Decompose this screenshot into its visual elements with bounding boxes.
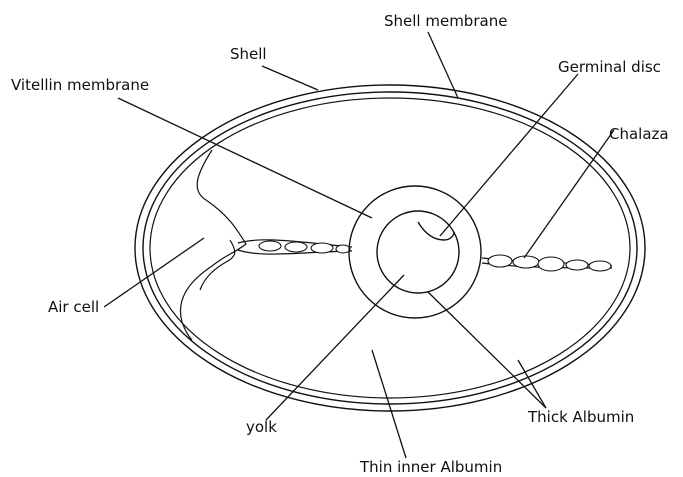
label-shell-membrane: Shell membrane xyxy=(384,12,507,30)
egg-outline xyxy=(135,85,645,411)
chalaza-left xyxy=(238,240,352,254)
label-chalaza: Chalaza xyxy=(609,125,669,143)
inner-membrane-outline xyxy=(150,98,630,398)
leader-chalaza xyxy=(524,130,614,258)
label-thin-inner-albumin: Thin inner Albumin xyxy=(359,458,502,476)
label-vitellin-membrane: Vitellin membrane xyxy=(11,76,149,94)
leader-vitellin-membrane xyxy=(118,98,372,218)
thick-albumin-inner-edge xyxy=(200,240,235,290)
label-shell: Shell xyxy=(230,45,267,63)
chalaza-right xyxy=(482,255,612,271)
label-yolk: yolk xyxy=(246,418,277,436)
air-cell-boundary xyxy=(180,150,246,340)
shell-membrane-outline xyxy=(143,92,637,404)
vitellin-membrane-circle xyxy=(349,186,481,318)
leader-thick-albumin-a xyxy=(428,292,546,408)
labels: Shell membrane Shell Vitellin membrane G… xyxy=(11,12,669,476)
label-germinal-disc: Germinal disc xyxy=(558,58,661,76)
label-thick-albumin: Thick Albumin xyxy=(527,408,634,426)
leader-lines xyxy=(104,32,614,458)
label-air-cell: Air cell xyxy=(48,298,99,316)
leader-air-cell xyxy=(104,238,204,307)
leader-shell xyxy=(262,66,318,90)
shell-outline xyxy=(135,85,645,411)
